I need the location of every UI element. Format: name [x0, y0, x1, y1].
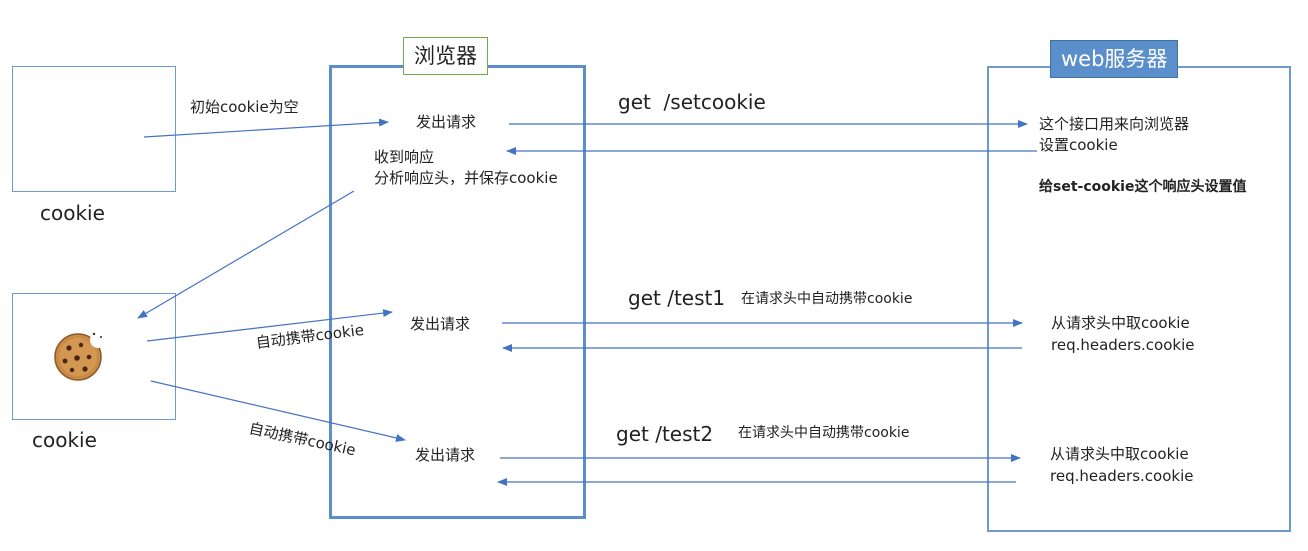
cookie-icon — [54, 332, 106, 381]
route-test1: get /test1 — [628, 286, 726, 310]
send-request-3: 发出请求 — [415, 446, 476, 464]
route-test2: get /test2 — [616, 422, 714, 446]
setcookie-bold-note: 给set-cookie这个响应头设置值 — [1039, 179, 1247, 195]
send-request-1: 发出请求 — [416, 113, 477, 131]
setcookie-note-line1: 这个接口用来向浏览器 — [1039, 115, 1190, 133]
test2-note-line2: req.headers.cookie — [1050, 467, 1194, 485]
cookie-label-top: cookie — [40, 201, 105, 225]
test2-note-line1: 从请求头中取cookie — [1050, 445, 1189, 463]
test1-note-line1: 从请求头中取cookie — [1051, 314, 1190, 332]
receive-response-line2: 分析响应头，并保存cookie — [374, 169, 558, 187]
cookie-label-bottom: cookie — [32, 428, 97, 452]
test1-note-line2: req.headers.cookie — [1051, 336, 1195, 354]
route-test2-note: 在请求头中自动携带cookie — [738, 425, 910, 441]
setcookie-note-line2: 设置cookie — [1039, 136, 1118, 154]
browser-title: 浏览器 — [403, 37, 488, 75]
route-setcookie: get /setcookie — [618, 90, 766, 114]
route-test1-note: 在请求头中自动携带cookie — [741, 291, 913, 307]
arrow-carry-cookie-2 — [150, 380, 406, 442]
empty-cookie-box — [12, 66, 176, 192]
arrow-carry-cookie-1 — [146, 309, 393, 342]
arrow-save-cookie — [137, 190, 355, 319]
send-request-2: 发出请求 — [410, 315, 471, 333]
server-title: web服务器 — [1050, 40, 1179, 78]
initial-cookie-note: 初始cookie为空 — [190, 98, 299, 116]
receive-response-line1: 收到响应 — [374, 148, 435, 166]
arrow-initial-to-browser — [143, 118, 389, 138]
